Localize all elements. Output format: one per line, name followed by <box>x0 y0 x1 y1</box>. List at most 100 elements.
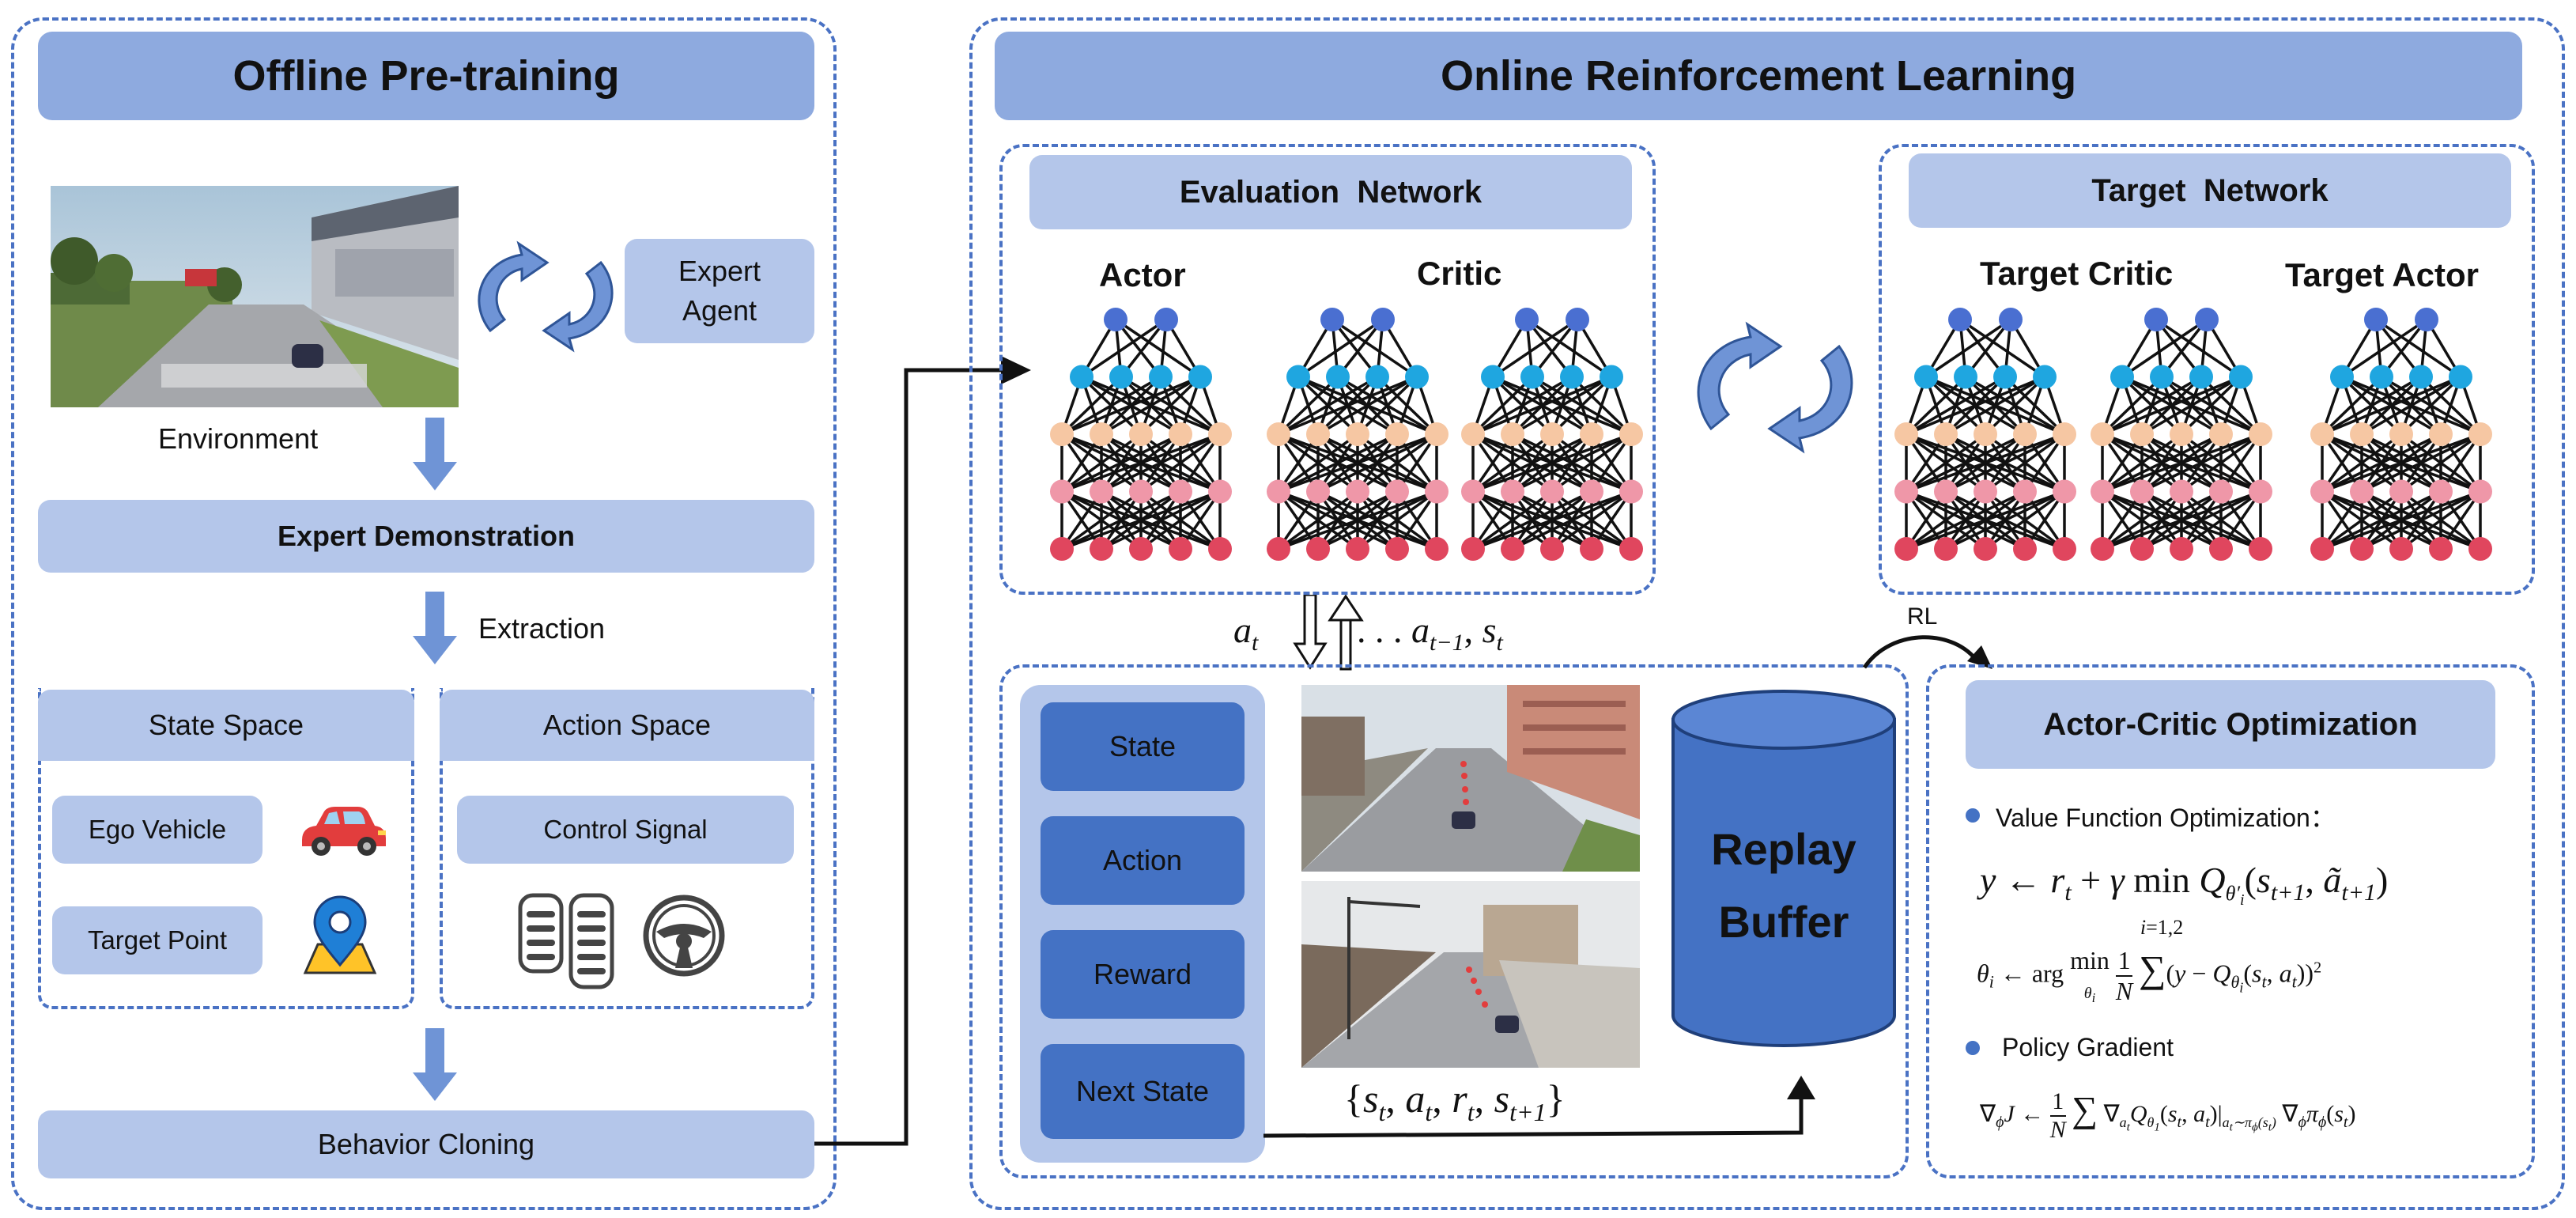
nn-edge <box>2102 433 2261 494</box>
nn-edge <box>1061 490 1181 550</box>
nn-edge <box>2102 433 2222 494</box>
nn-edge <box>1331 318 1418 378</box>
nn-node <box>1169 537 1192 561</box>
nn-edge <box>2321 375 2461 436</box>
nn-node <box>1208 479 1232 504</box>
critic-network-1 <box>1267 308 1449 561</box>
buffer-item-next-state: Next State <box>1041 1044 1245 1139</box>
nn-edge <box>2155 318 2242 378</box>
nn-edge <box>1356 376 1418 436</box>
nn-edge <box>1081 318 1167 378</box>
nn-edge <box>1278 375 1418 436</box>
nn-edge <box>2180 490 2262 550</box>
evaluation-network-panel <box>999 144 1656 595</box>
target-critic-network-2 <box>2091 308 2272 561</box>
nn-node <box>1974 422 1997 446</box>
nn-node <box>1286 365 1310 389</box>
nn-edge <box>1297 318 1384 378</box>
nn-node <box>1619 537 1643 561</box>
target-critic-network-1 <box>1894 308 2076 561</box>
nn-node <box>1974 537 1997 561</box>
nn-node <box>1580 479 1603 504</box>
nn-node <box>1208 537 1232 561</box>
nn-node <box>1999 308 2023 331</box>
nn-edge <box>2141 433 2261 494</box>
critic-label: Critic <box>1417 255 1502 292</box>
nn-edge <box>2374 318 2423 378</box>
nn-edge <box>1471 433 1554 493</box>
extraction-label: Extraction <box>478 612 606 645</box>
nn-node <box>2429 479 2453 504</box>
nn-node <box>2249 479 2272 504</box>
down-arrow-3 <box>411 1028 459 1103</box>
nn-edge <box>2341 318 2427 378</box>
target-actor-network <box>2310 308 2492 561</box>
nn-node <box>1425 479 1449 504</box>
nn-node <box>2389 479 2413 504</box>
critic-network-2 <box>1461 308 1643 561</box>
nn-node <box>1090 479 1113 504</box>
pedals-icon <box>516 892 618 990</box>
nn-edge <box>2375 318 2461 378</box>
nn-node <box>2249 537 2272 561</box>
nn-node <box>1425 422 1449 446</box>
nn-node <box>1405 365 1429 389</box>
nn-edge <box>1905 376 1967 436</box>
nn-node <box>1267 479 1290 504</box>
nn-edge <box>1984 376 2046 436</box>
nn-node <box>2170 537 2193 561</box>
nn-edge <box>1060 376 1123 436</box>
transition-tuple-label: {st, at, rt, st+1} <box>1344 1076 1566 1126</box>
nn-node <box>1346 537 1369 561</box>
nn-node <box>2209 479 2233 504</box>
nn-node <box>2013 422 2037 446</box>
nn-node <box>1580 422 1603 446</box>
nn-edge <box>1906 490 2026 550</box>
buffer-panel <box>999 664 1909 1178</box>
nn-node <box>1385 537 1409 561</box>
nn-node <box>2013 479 2037 504</box>
offline-title: Offline Pre-training <box>38 32 814 120</box>
nn-node <box>1267 537 1290 561</box>
nn-edge <box>2361 375 2461 436</box>
nn-edge <box>1278 490 1437 550</box>
nn-edge <box>2101 433 2183 493</box>
environment-image <box>51 186 459 407</box>
nn-edge <box>1356 490 1438 550</box>
value-function-label: Value Function Optimization： <box>1996 804 2336 832</box>
nn-edge <box>1958 318 2007 378</box>
nn-node <box>1188 365 1212 389</box>
nn-edge <box>1531 318 1579 378</box>
nn-node <box>2468 422 2492 446</box>
nn-node <box>1169 422 1192 446</box>
nn-edge <box>1906 375 2045 436</box>
nn-node <box>2053 537 2076 561</box>
nn-edge <box>1277 376 1339 436</box>
nn-node <box>2468 537 2492 561</box>
nn-node <box>2130 422 2154 446</box>
nn-node <box>2091 422 2114 446</box>
expert-demo-box: Expert Demonstration <box>38 500 814 573</box>
nn-edge <box>1906 490 2065 550</box>
nn-node <box>1461 479 1485 504</box>
actor-critic-header: Actor-Critic Optimization <box>1966 680 2495 769</box>
nn-node <box>1894 479 1918 504</box>
nn-node <box>1320 308 1344 331</box>
nn-edge <box>1061 433 1181 494</box>
nn-node <box>2310 537 2334 561</box>
nn-node <box>1566 308 1589 331</box>
nn-edge <box>1278 375 1378 436</box>
nn-node <box>2013 537 2037 561</box>
nn-node <box>1619 479 1643 504</box>
nn-edge <box>1115 318 1201 378</box>
cycle-arrows-icon <box>466 237 625 356</box>
nn-node <box>1560 365 1584 389</box>
nn-node <box>2468 479 2492 504</box>
nn-node <box>1540 479 1564 504</box>
nn-edge <box>2321 433 2403 493</box>
steering-wheel-icon <box>640 892 727 979</box>
nn-node <box>1090 537 1113 561</box>
nn-edge <box>1906 375 2006 436</box>
nn-node <box>1306 479 1330 504</box>
